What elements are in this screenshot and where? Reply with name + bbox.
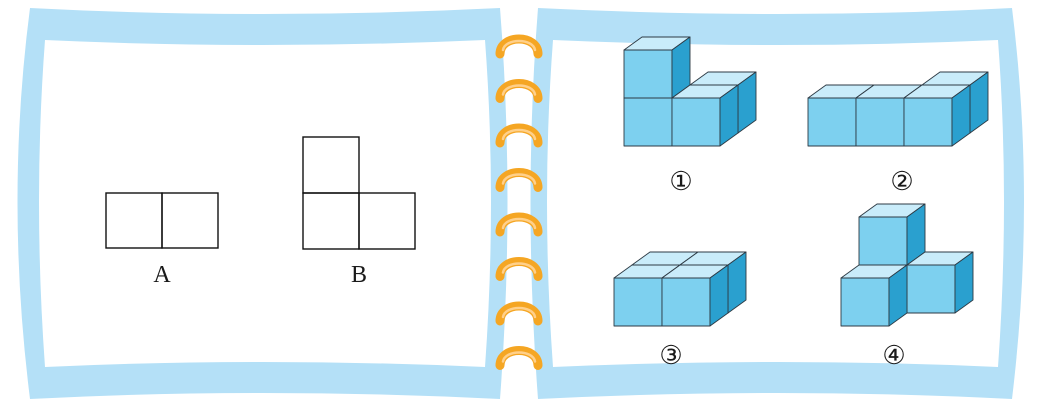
cube <box>623 36 691 99</box>
figure-a-label: A <box>153 262 171 288</box>
binding-ring <box>495 34 543 59</box>
figure-a-square-right <box>161 192 219 249</box>
figure-3-cubes <box>613 251 747 327</box>
cube-front-face <box>613 277 663 327</box>
cube-front-face <box>906 264 956 314</box>
binding-ring <box>495 79 543 103</box>
figure-3-label: ③ <box>659 341 682 370</box>
right-page: ① ② ③ ④ <box>530 8 1024 399</box>
cube <box>903 84 971 147</box>
cube-front-face <box>840 277 890 327</box>
cube-front-face <box>807 97 857 147</box>
figure-b-label: B <box>351 262 367 288</box>
figure-2-label: ② <box>890 167 913 196</box>
cube <box>840 264 908 327</box>
binding-ring <box>495 301 543 326</box>
figure-4-cubes <box>840 203 974 327</box>
cube-side-face <box>888 264 908 327</box>
binding-ring <box>495 212 543 237</box>
binding-ring-highlight <box>501 84 537 96</box>
cube-front-face <box>671 97 721 147</box>
left-page: A B <box>17 8 508 399</box>
binding-ring-highlight <box>501 351 537 363</box>
figure-a <box>105 192 219 249</box>
cube-front-face <box>623 97 673 147</box>
binding-ring-highlight <box>501 39 537 52</box>
figure-1-cubes <box>623 36 757 147</box>
binding-ring-highlight <box>501 262 537 274</box>
cube <box>671 84 739 147</box>
binding-ring-highlight <box>501 173 537 185</box>
cube-side-face <box>709 264 729 327</box>
cube-front-face <box>858 216 908 266</box>
cube-front-face <box>661 277 711 327</box>
spiral-binding <box>495 34 543 370</box>
figure-4-label: ④ <box>882 341 905 370</box>
cube-side-face <box>954 251 974 314</box>
binding-ring <box>495 123 543 148</box>
cube <box>858 203 926 266</box>
figure-b <box>302 136 416 250</box>
binding-ring <box>495 257 543 281</box>
figure-1-label: ① <box>669 167 692 196</box>
cube-front-face <box>855 97 905 147</box>
cube <box>661 264 729 327</box>
left-page-sheet <box>39 40 491 367</box>
binding-ring-highlight <box>501 217 537 230</box>
cube <box>906 251 974 314</box>
cube-side-face <box>719 84 739 147</box>
figure-2-cubes <box>807 71 989 147</box>
binding-ring <box>495 168 543 192</box>
binding-ring-highlight <box>501 128 537 141</box>
cube-front-face <box>903 97 953 147</box>
cube-front-face <box>623 49 673 99</box>
cube-side-face <box>951 84 971 147</box>
binding-ring-highlight <box>501 306 537 319</box>
binding-ring <box>495 346 543 370</box>
figure-b-square-bottom-right <box>358 192 416 250</box>
cube-figures <box>613 36 989 327</box>
